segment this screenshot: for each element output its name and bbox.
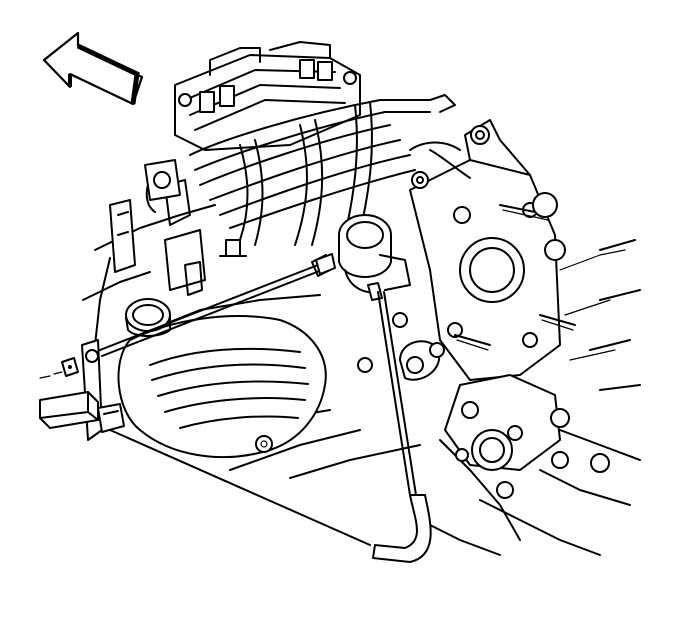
- vacuum-hose: [99, 253, 336, 357]
- engine-left-hardware: [109, 159, 247, 296]
- fuel-rail-tubes: [145, 94, 461, 246]
- purge-hose: [109, 291, 432, 563]
- evap-purge-solenoid: [311, 214, 411, 301]
- throttle-body: [409, 119, 576, 381]
- valve-cover: [117, 315, 327, 459]
- direction-arrow-icon: [42, 31, 144, 106]
- intake-manifold: [174, 41, 361, 151]
- lower-front-cover: [357, 312, 610, 499]
- solenoid-bracket: [39, 339, 125, 441]
- bolt-leader-line: [39, 371, 63, 379]
